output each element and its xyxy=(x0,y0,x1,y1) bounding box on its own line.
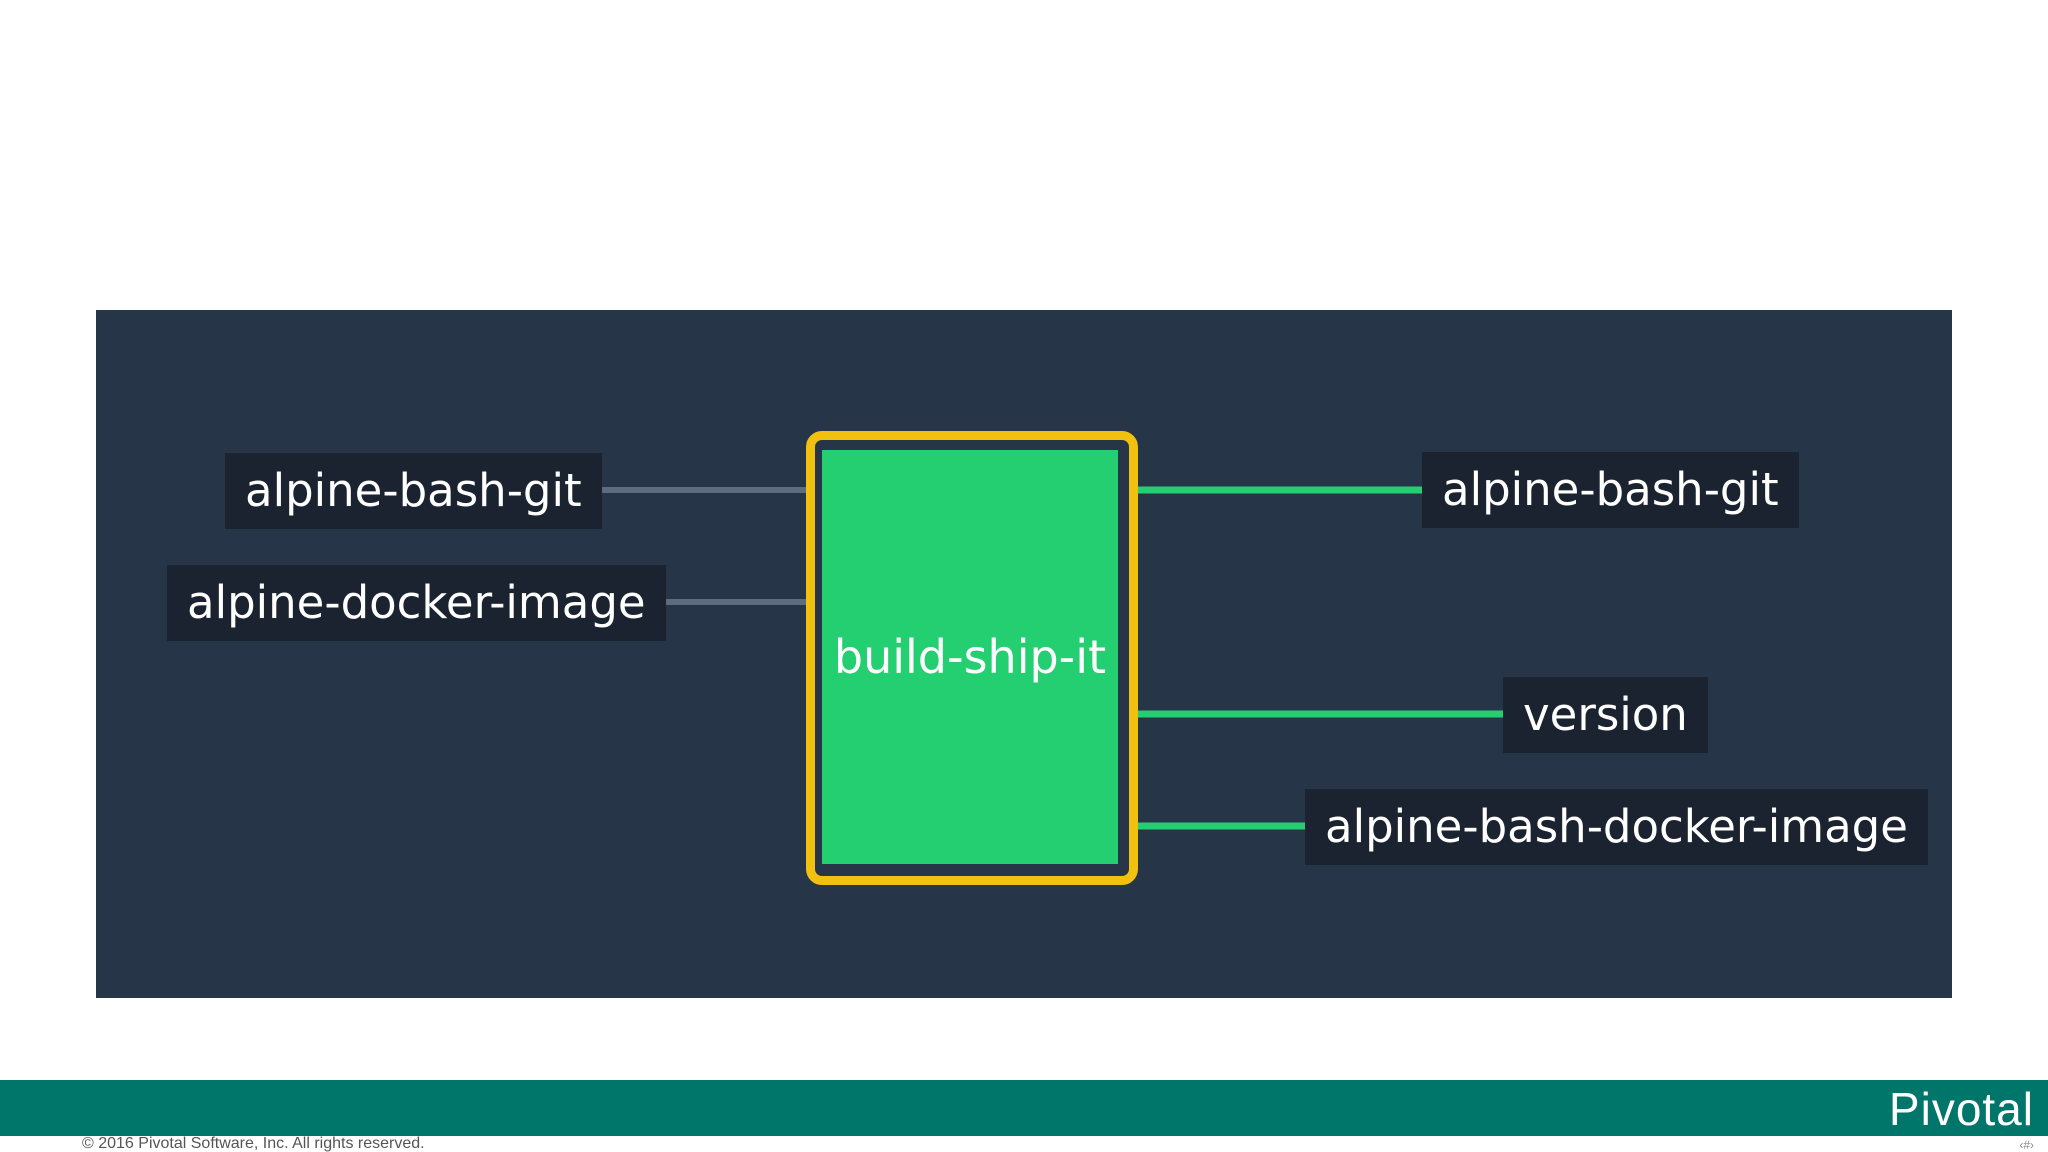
copyright-text: © 2016 Pivotal Software, Inc. All rights… xyxy=(82,1135,425,1152)
output-resource-version[interactable]: version xyxy=(1503,677,1708,753)
output-resource-alpine-bash-docker-image[interactable]: alpine-bash-docker-image xyxy=(1305,789,1928,865)
pivotal-logo: Pivotal xyxy=(1888,1083,2034,1135)
page-number-marker: ‹#› xyxy=(2019,1138,2034,1152)
footer-bar xyxy=(0,1080,2048,1136)
input-resource-alpine-bash-git[interactable]: alpine-bash-git xyxy=(225,453,602,529)
input-resource-alpine-docker-image[interactable]: alpine-docker-image xyxy=(167,565,666,641)
job-build-ship-it[interactable]: build-ship-it xyxy=(822,450,1118,864)
output-resource-alpine-bash-git[interactable]: alpine-bash-git xyxy=(1422,452,1799,528)
